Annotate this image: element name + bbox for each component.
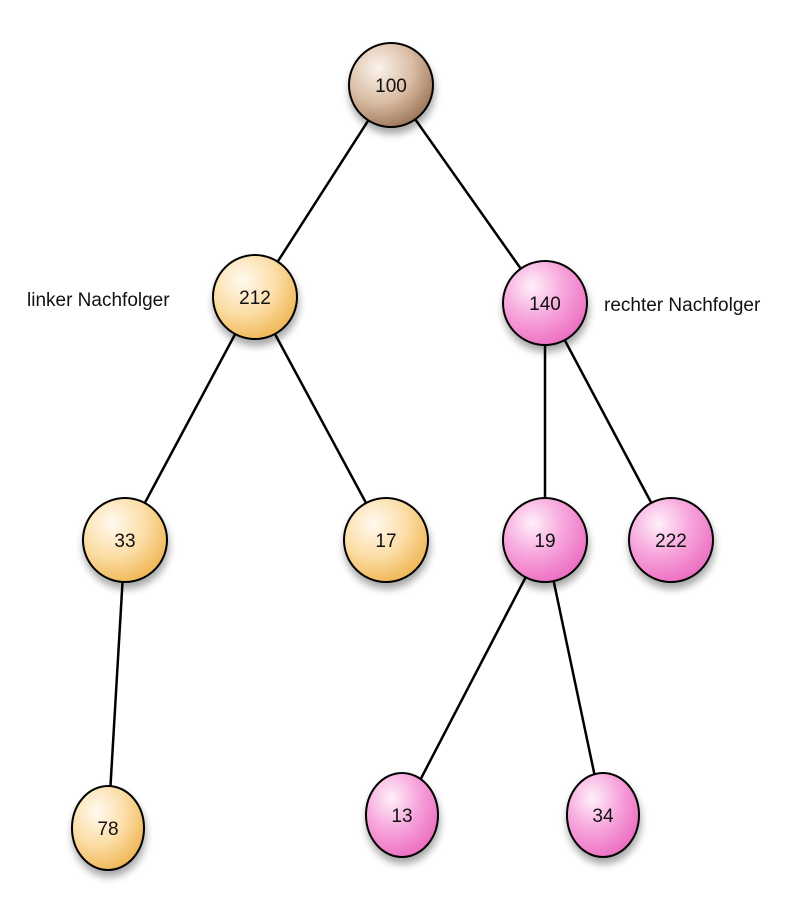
node-circle [502, 260, 588, 346]
node-circle [82, 497, 168, 583]
node-circle [71, 785, 145, 871]
node-value: 212 [239, 288, 271, 309]
node-value: 34 [592, 806, 614, 827]
tree-node-140: 140 [502, 260, 588, 346]
node-circle [348, 42, 434, 128]
node-value: 17 [375, 531, 396, 552]
tree-node-19: 19 [502, 497, 588, 583]
tree-node-222: 222 [628, 497, 714, 583]
node-circle [566, 772, 640, 858]
tree-node-34: 34 [566, 772, 640, 858]
edge-140-222 [543, 302, 673, 541]
node-circle [365, 772, 439, 858]
tree-node-17: 17 [343, 497, 429, 583]
tree-node-100: 100 [348, 42, 434, 128]
node-circle [628, 497, 714, 583]
edge-19-13 [400, 539, 547, 816]
node-value: 33 [114, 531, 135, 552]
left-successor-label: linker Nachfolger [27, 290, 170, 311]
node-circle [212, 254, 298, 340]
node-value: 100 [375, 76, 407, 97]
edge-212-17 [253, 296, 388, 541]
edges [106, 84, 673, 829]
edge-100-140 [389, 84, 547, 304]
tree-node-212: 212 [212, 254, 298, 340]
node-value: 19 [534, 531, 555, 552]
nodes: 100 212 140 33 17 19 222 78 13 34 [71, 42, 714, 871]
edge-33-78 [106, 539, 127, 829]
node-value: 13 [391, 806, 412, 827]
node-value: 222 [655, 531, 687, 552]
edge-19-34 [543, 539, 605, 816]
right-successor-label: rechter Nachfolger [604, 295, 761, 316]
node-value: 78 [97, 819, 118, 840]
node-circle [343, 497, 429, 583]
tree-node-13: 13 [365, 772, 439, 858]
node-value: 140 [529, 294, 561, 315]
node-circle [502, 497, 588, 583]
edge-212-33 [123, 296, 257, 541]
tree-node-78: 78 [71, 785, 145, 871]
tree-node-33: 33 [82, 497, 168, 583]
